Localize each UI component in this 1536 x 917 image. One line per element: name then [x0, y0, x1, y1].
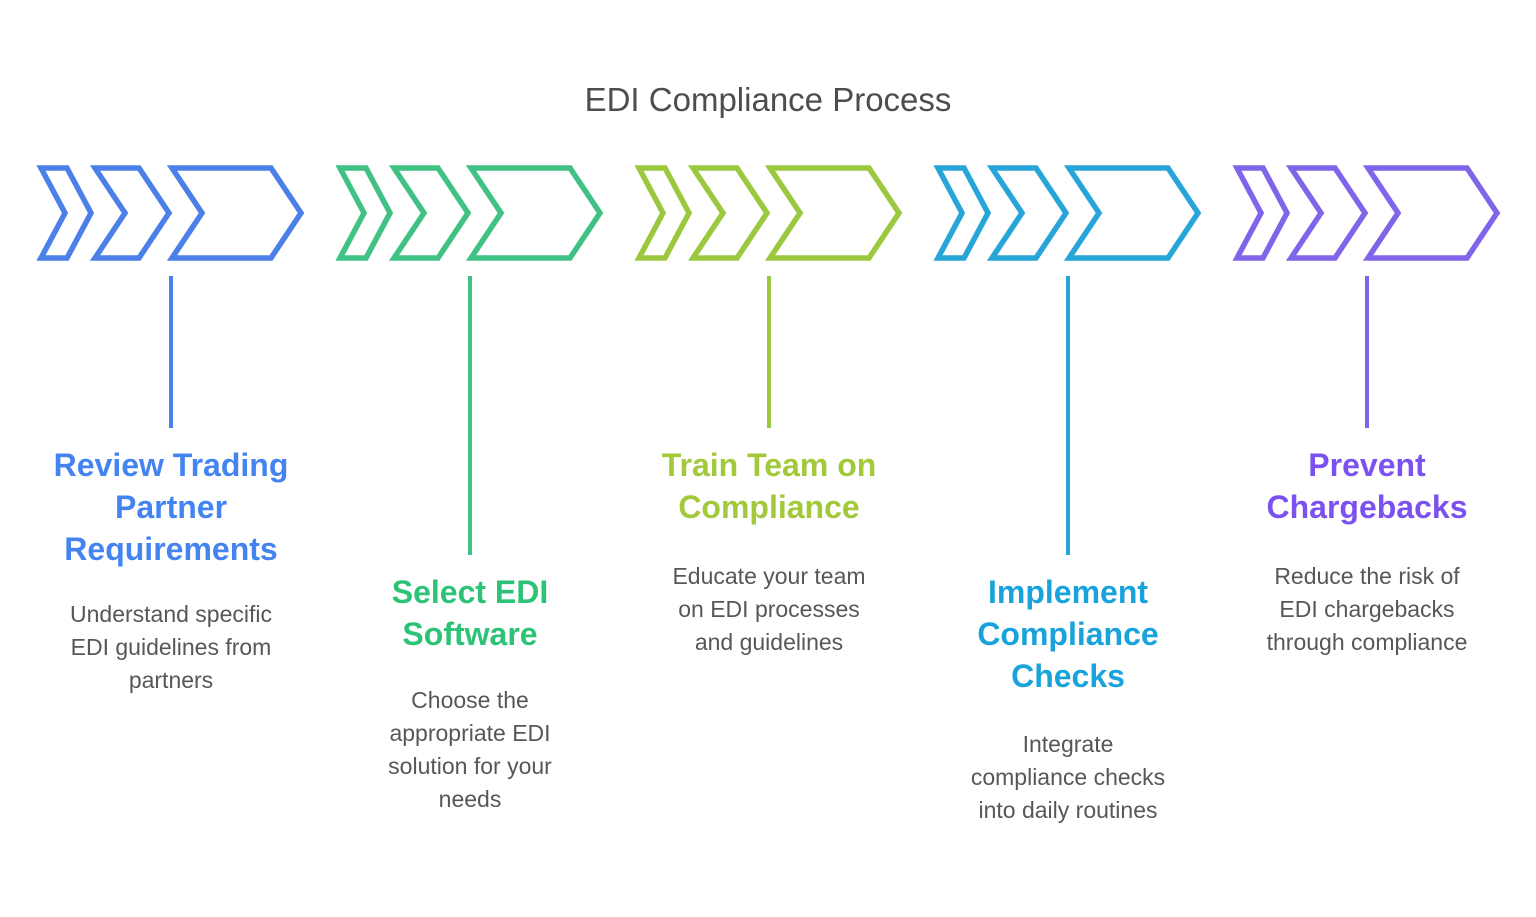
step-review-trading-partner-requirements: Review Trading Partner Requirements Unde…: [36, 0, 305, 917]
connector-line: [169, 276, 173, 428]
chevron-medium-icon: [89, 165, 173, 261]
step-implement-compliance-checks: Implement Compliance Checks Integrate co…: [933, 0, 1202, 917]
chevron-small-icon: [36, 165, 95, 261]
step-heading: Implement Compliance Checks: [977, 574, 1159, 694]
step-description: Understand specific EDI guidelines from …: [70, 601, 272, 693]
chevron-arrows-icon: [1232, 165, 1501, 261]
step-train-team-on-compliance: Train Team on Compliance Educate your te…: [634, 0, 903, 917]
chevron-medium-icon: [687, 165, 771, 261]
chevron-large-icon: [465, 165, 604, 261]
chevron-large-icon: [1063, 165, 1202, 261]
page-title: EDI Compliance Process: [584, 81, 952, 118]
chevron-large-icon: [166, 165, 305, 261]
chevron-medium-icon: [986, 165, 1070, 261]
chevron-medium-icon: [1285, 165, 1369, 261]
step-description: Educate your team on EDI processes and g…: [672, 563, 866, 655]
chevron-small-icon: [335, 165, 394, 261]
chevron-small-icon: [933, 165, 992, 261]
chevron-arrows-icon: [335, 165, 604, 261]
chevron-large-icon: [1362, 165, 1501, 261]
connector-line: [1365, 276, 1369, 428]
chevron-large-icon: [764, 165, 903, 261]
connector-line: [1066, 276, 1070, 555]
step-heading: Select EDI Software: [391, 574, 549, 652]
step-description: Reduce the risk of EDI chargebacks throu…: [1266, 563, 1468, 655]
step-heading: Train Team on Compliance: [661, 447, 877, 525]
chevron-arrows-icon: [634, 165, 903, 261]
chevron-small-icon: [1232, 165, 1291, 261]
connector-line: [767, 276, 771, 428]
step-heading: Review Trading Partner Requirements: [53, 447, 289, 567]
step-prevent-chargebacks: Prevent Chargebacks Reduce the risk of E…: [1232, 0, 1501, 917]
connector-line: [468, 276, 472, 555]
chevron-arrows-icon: [36, 165, 305, 261]
chevron-arrows-icon: [933, 165, 1202, 261]
step-select-edi-software: Select EDI Software Choose the appropria…: [335, 0, 604, 917]
step-description: Choose the appropriate EDI solution for …: [388, 687, 552, 812]
chevron-medium-icon: [388, 165, 472, 261]
chevron-small-icon: [634, 165, 693, 261]
step-description: Integrate compliance checks into daily r…: [970, 731, 1166, 823]
step-heading: Prevent Chargebacks: [1266, 447, 1468, 525]
